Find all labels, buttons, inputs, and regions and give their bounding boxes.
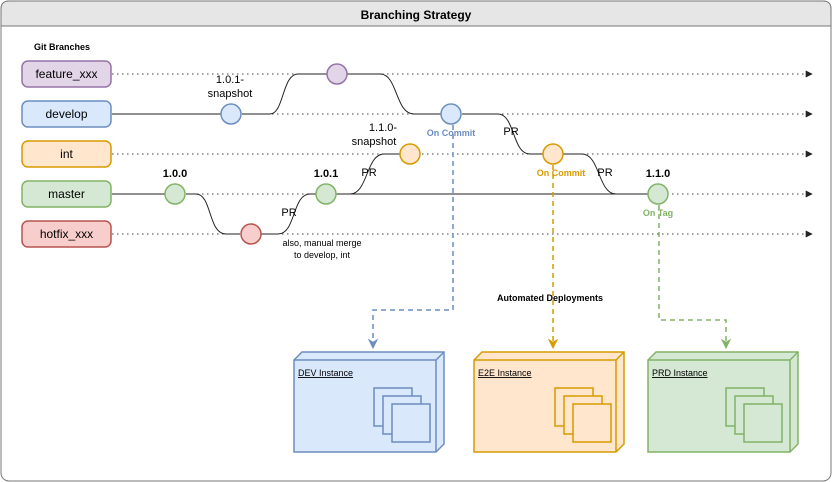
e2e-instance-icon [554, 387, 612, 443]
feature-to-develop [347, 73, 441, 115]
branch-feature-label: feature_xxx [35, 67, 97, 81]
diagram-title: Branching Strategy [361, 8, 472, 22]
dev-instance[interactable]: DEV Instance [293, 351, 445, 453]
commit-hotfix [240, 223, 262, 245]
branch-feature[interactable]: feature_xxx [21, 60, 112, 88]
branch-master-label: master [48, 187, 85, 201]
prd-instance[interactable]: PRD Instance [647, 351, 799, 453]
version-101: 1.0.1 [314, 168, 338, 180]
snapshot-101-line1: 1.0.1- [216, 74, 244, 86]
prd-instance-label: PRD Instance [652, 368, 708, 378]
on-commit-int: On Commit [537, 168, 586, 178]
branch-int[interactable]: int [21, 140, 112, 168]
dev-instance-icon [373, 387, 431, 443]
branch-master[interactable]: master [21, 180, 112, 208]
develop-to-int [462, 113, 543, 155]
manual-merge-note: also, manual merge to develop, int [282, 238, 361, 260]
flow-connectors [112, 73, 648, 235]
title-bar [0, 0, 832, 27]
manual-merge-line2: to develop, int [294, 250, 351, 260]
pr-label-master-int: PR [361, 167, 376, 179]
pr-label-int-master: PR [597, 167, 612, 179]
hotfix-to-master [261, 193, 316, 235]
automated-deployments-label: Automated Deployments [497, 293, 603, 303]
on-tag-master: On Tag [643, 208, 673, 218]
version-100: 1.0.0 [163, 168, 187, 180]
version-110: 1.1.0 [646, 168, 670, 180]
dev-instance-label: DEV Instance [298, 368, 353, 378]
commit-feature [326, 63, 348, 85]
e2e-instance-label: E2E Instance [478, 368, 532, 378]
e2e-instance[interactable]: E2E Instance [473, 351, 625, 453]
commit-master-110 [647, 183, 669, 205]
master-to-int [336, 153, 400, 195]
branch-int-label: int [60, 147, 73, 161]
commit-int-merge [542, 143, 564, 165]
snapshot-110-line1: 1.1.0- [369, 122, 397, 134]
pr-label-hotfix-master: PR [281, 207, 296, 219]
branch-develop-label: develop [45, 107, 87, 121]
branch-hotfix-label: hotfix_xxx [40, 227, 93, 241]
deploy-prd-arrow [658, 205, 732, 350]
deploy-dev-arrow [367, 125, 454, 350]
commit-master-101 [315, 183, 337, 205]
commit-master-100 [164, 183, 186, 205]
annotations: 1.0.1- snapshot 1.1.0- snapshot 1.0.0 1.… [163, 74, 670, 219]
develop-to-feature [242, 73, 327, 115]
on-commit-develop: On Commit [427, 128, 476, 138]
branch-hotfix[interactable]: hotfix_xxx [21, 220, 112, 248]
commit-develop-merge [440, 103, 462, 125]
snapshot-110-line2: snapshot [352, 136, 397, 148]
master-to-hotfix [186, 193, 240, 235]
commit-develop-snapshot-101 [220, 103, 242, 125]
prd-instance-icon [725, 387, 783, 443]
pr-label-develop-int: PR [503, 126, 518, 138]
commit-int-snapshot-110 [399, 143, 421, 165]
legend-title: Git Branches [34, 42, 90, 52]
commit-nodes [164, 63, 669, 245]
snapshot-101-line2: snapshot [208, 88, 253, 100]
manual-merge-line1: also, manual merge [282, 238, 361, 248]
branch-develop[interactable]: develop [21, 100, 112, 128]
